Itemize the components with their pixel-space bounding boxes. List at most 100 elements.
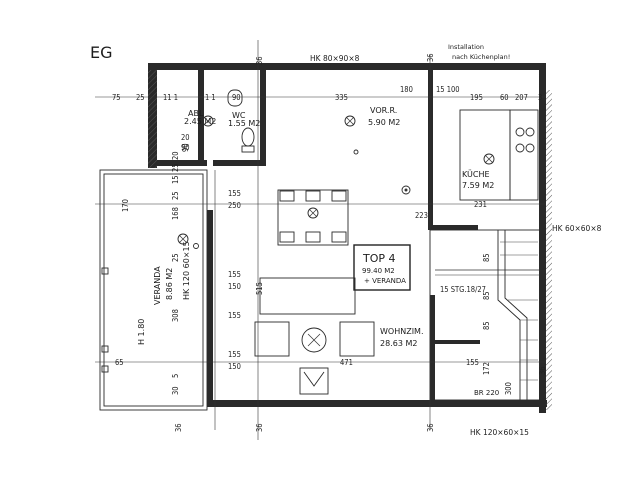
- svg-text:150: 150: [228, 362, 241, 371]
- svg-text:36: 36: [255, 56, 264, 65]
- svg-text:65: 65: [115, 358, 124, 367]
- room-name-wohnzim: WOHNZIM.: [380, 327, 424, 336]
- stove-burner-icon: [525, 127, 535, 137]
- dim: 207: [515, 93, 528, 102]
- room-area-kueche: 7.59 M2: [462, 181, 494, 190]
- dim: 75: [112, 93, 121, 102]
- light-icon: [483, 153, 495, 165]
- dimension-lines: [95, 40, 545, 440]
- svg-text:155: 155: [466, 358, 479, 367]
- veranda-posts: [101, 267, 109, 373]
- svg-text:36: 36: [174, 423, 183, 432]
- room-name-vorr: VOR.R.: [370, 106, 397, 115]
- svg-text:155: 155: [228, 270, 241, 279]
- opening-br: BR 220: [474, 389, 499, 397]
- svg-text:231: 231: [474, 200, 487, 209]
- dining-set: [277, 189, 349, 246]
- svg-text:155: 155: [228, 311, 241, 320]
- dimension-misc: 155 250 155 150 155 150 155 515 231 223 …: [174, 53, 547, 432]
- floor-label: EG: [90, 43, 113, 62]
- svg-text:90: 90: [181, 143, 190, 152]
- svg-text:308: 308: [171, 309, 180, 322]
- armchair: [254, 321, 290, 357]
- svg-text:20: 20: [181, 133, 190, 142]
- room-area-abl: 2.45 M2: [184, 117, 216, 126]
- svg-text:172: 172: [482, 362, 491, 375]
- coffee-table: [301, 327, 327, 353]
- dim: 335: [335, 93, 348, 102]
- svg-text:85: 85: [482, 253, 491, 262]
- svg-text:155: 155: [228, 350, 241, 359]
- room-area-wohnzim: 28.63 M2: [380, 339, 417, 348]
- svg-text:20: 20: [171, 151, 180, 160]
- stove-burner-icon: [515, 143, 525, 153]
- svg-text:85: 85: [482, 291, 491, 300]
- stairs: [435, 230, 540, 400]
- dimension-left-col: 20 90 25 15 170 25 168 25 308 65 5 30: [115, 143, 190, 395]
- unit-label-box: [353, 244, 411, 291]
- unit-extra: + VERANDA: [364, 277, 406, 285]
- unit-area: 99.40 M2: [362, 267, 395, 275]
- opening-bottom: HK 120×60×15: [470, 428, 529, 437]
- svg-text:36: 36: [538, 366, 547, 375]
- room-name-abl: ABL: [188, 109, 204, 118]
- svg-text:300: 300: [504, 382, 513, 395]
- installation-note-line1: Installation: [448, 43, 484, 51]
- svg-text:5: 5: [171, 374, 180, 378]
- dim: 180: [400, 85, 413, 94]
- dim: 195: [470, 93, 483, 102]
- fireplace: [299, 367, 329, 395]
- svg-text:150: 150: [228, 282, 241, 291]
- stairs-label: 15 STG.18/27: [440, 285, 486, 294]
- svg-text:15: 15: [171, 175, 180, 184]
- svg-text:25: 25: [171, 191, 180, 200]
- outer-walls: [99, 63, 547, 413]
- electrical-symbols: [193, 149, 411, 249]
- hatched-walls: [148, 70, 552, 410]
- installation-note-line2: nach Küchenplan!: [452, 53, 510, 61]
- veranda-window: HK 120 60×15: [182, 241, 191, 300]
- unit-name: TOP 4: [362, 252, 396, 265]
- dim: 1 1: [205, 93, 216, 102]
- svg-text:30: 30: [171, 386, 180, 395]
- svg-text:85: 85: [482, 321, 491, 330]
- dim: 15 100: [436, 85, 460, 94]
- dimension-top-row: 75 25 11 1 1 1 90 335 180 15 100 195 60 …: [112, 85, 542, 102]
- light-icon: [344, 115, 356, 127]
- dim: 90: [232, 93, 241, 102]
- dim: 25: [136, 93, 145, 102]
- veranda-height: H 1.80: [137, 319, 146, 345]
- room-area-wc: 1.55 M2: [228, 119, 260, 128]
- svg-text:515: 515: [255, 282, 264, 295]
- svg-text:223: 223: [415, 211, 428, 220]
- opening-top: HK 80×90×8: [310, 54, 360, 63]
- svg-text:155: 155: [228, 189, 241, 198]
- opening-right: HK 60×60×8: [552, 224, 602, 233]
- light-icon: [307, 207, 319, 219]
- stove-burner-icon: [515, 127, 525, 137]
- svg-text:471: 471: [340, 358, 353, 367]
- svg-text:36: 36: [255, 423, 264, 432]
- svg-text:36: 36: [426, 53, 435, 62]
- sofa: [259, 277, 356, 315]
- dim: 11 1: [163, 93, 178, 102]
- stove-burner-icon: [525, 143, 535, 153]
- svg-text:250: 250: [228, 201, 241, 210]
- svg-text:170: 170: [121, 199, 130, 212]
- dim: 3: [538, 93, 542, 102]
- svg-text:25: 25: [171, 163, 180, 172]
- room-area-veranda: 8.86 M2: [165, 268, 174, 300]
- svg-text:90: 90: [181, 143, 190, 152]
- room-name-kueche: KÜCHE: [462, 169, 490, 179]
- dim: 60: [500, 93, 509, 102]
- room-name-wc: WC: [232, 111, 246, 120]
- toilet-icon: [241, 127, 255, 147]
- room-name-veranda: VERANDA: [153, 266, 162, 305]
- armchair: [339, 321, 375, 357]
- light-icon: [177, 233, 189, 245]
- light-icon: [202, 115, 214, 127]
- kitchen-unit: [509, 109, 539, 201]
- svg-text:168: 168: [171, 207, 180, 220]
- sink-icon: [227, 89, 243, 107]
